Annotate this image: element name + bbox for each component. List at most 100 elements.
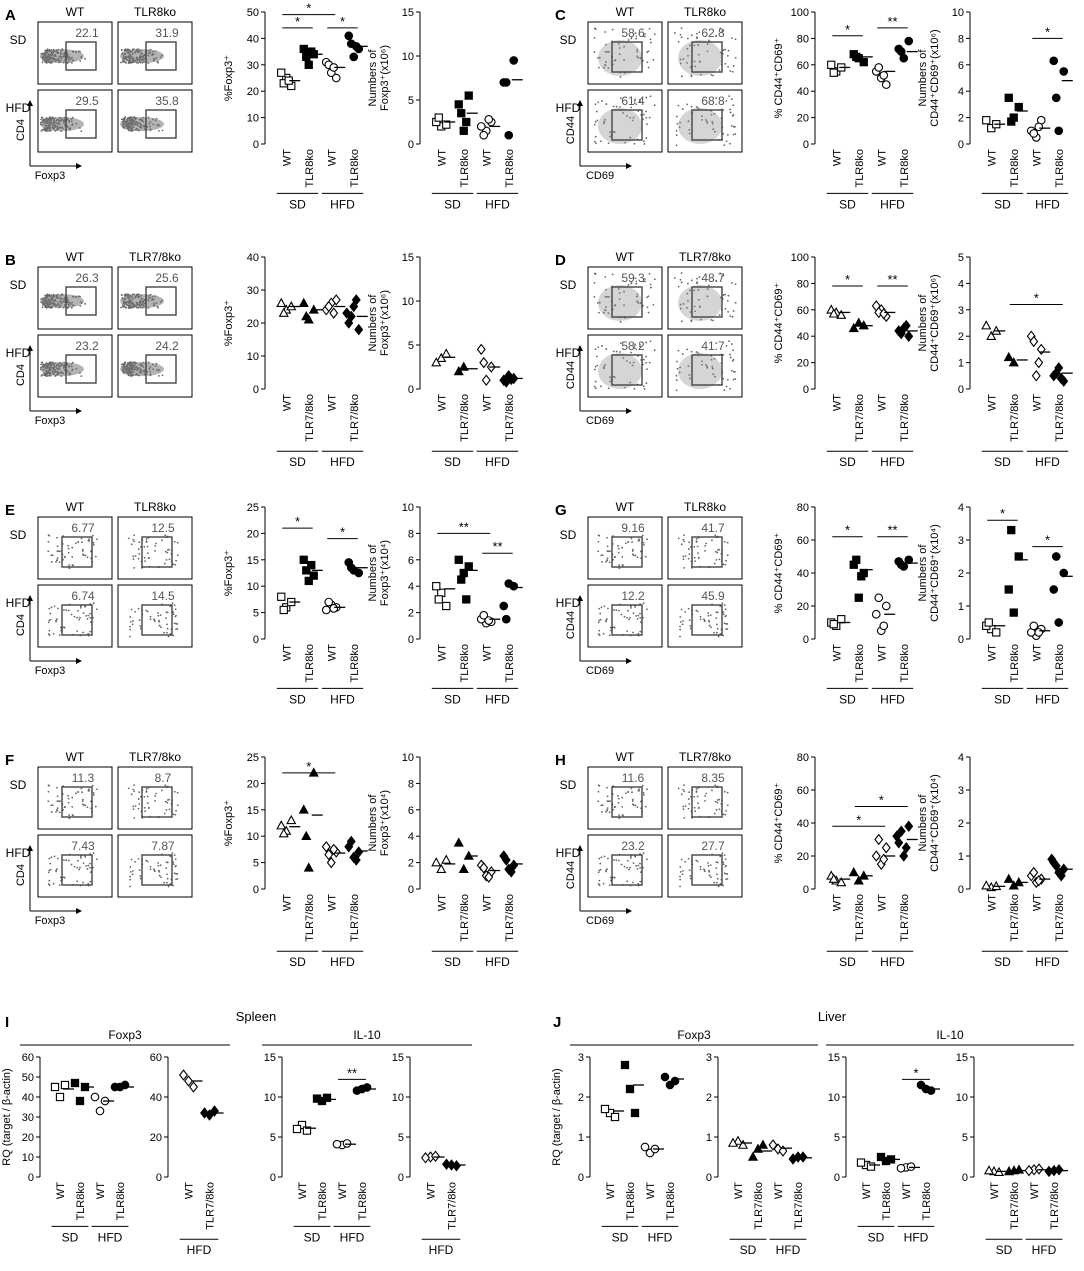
flow-event	[639, 630, 642, 633]
flow-event	[699, 618, 702, 621]
arrow-head	[76, 163, 82, 169]
flow-event	[82, 881, 84, 884]
flow-event	[649, 283, 652, 286]
flow-event	[608, 884, 611, 887]
flow-event	[732, 104, 735, 107]
flow-event	[695, 541, 698, 543]
flow-event	[77, 609, 79, 612]
flow-event	[157, 619, 160, 622]
y-axis-label: Numbers of	[917, 294, 929, 352]
flow-col-label: TLR8ko	[684, 500, 726, 514]
x-tick-label: TLR7/8ko	[1049, 1182, 1061, 1230]
y-tick-label: 5	[834, 1132, 840, 1144]
flow-event	[688, 869, 691, 872]
flow-event	[58, 884, 61, 887]
flow-event	[158, 624, 161, 627]
y-tick-label: 5	[253, 858, 259, 870]
flow-event	[129, 635, 131, 638]
x-tick-label: WT	[876, 644, 888, 661]
x-tick-label: TLR7/8ko	[1054, 894, 1066, 942]
flow-col-label: TLR7/8ko	[129, 750, 181, 764]
flow-event	[600, 804, 603, 807]
group-label: HFD	[648, 1230, 673, 1244]
flow-event	[164, 550, 167, 553]
flow-event	[597, 540, 600, 543]
flow-event	[129, 875, 131, 878]
data-point	[342, 1139, 352, 1148]
data-point	[506, 373, 516, 386]
flow-event	[96, 858, 98, 861]
flow-event	[642, 541, 645, 544]
flow-gate-value: 8.35	[701, 771, 725, 785]
flow-event	[677, 40, 680, 43]
flow-event	[712, 128, 715, 131]
flow-event	[130, 608, 133, 611]
flow-event	[160, 626, 162, 629]
flow-row-label: SD	[10, 528, 27, 542]
flow-event	[146, 795, 149, 798]
flow-event	[716, 627, 719, 630]
flow-event	[690, 105, 693, 108]
flow-event	[41, 61, 44, 64]
flow-event	[689, 875, 692, 877]
data-point	[324, 597, 334, 607]
flow-event	[715, 611, 718, 614]
flow-event	[621, 805, 624, 808]
flow-event	[603, 855, 606, 858]
flow-event	[176, 541, 179, 544]
flow-event	[725, 864, 727, 867]
x-tick-label: WT	[645, 1182, 657, 1199]
flow-event	[707, 39, 710, 42]
flow-event	[129, 374, 132, 377]
flow-event	[594, 135, 597, 138]
data-point	[984, 618, 993, 627]
flow-box	[667, 89, 743, 153]
flow-event	[84, 804, 87, 807]
group-label: HFD	[1032, 1243, 1057, 1257]
flow-event	[163, 881, 165, 884]
x-tick-label: TLR8ko	[349, 644, 361, 683]
flow-event	[120, 48, 123, 51]
data-point	[1004, 93, 1013, 102]
flow-event	[649, 340, 652, 343]
flow-event	[680, 281, 683, 284]
flow-event	[623, 45, 625, 48]
flow-col-label: TLR8ko	[134, 500, 176, 514]
flow-event	[130, 61, 133, 64]
flow-event	[606, 559, 608, 561]
flow-event	[55, 620, 58, 623]
flow-event	[643, 113, 645, 116]
flow-event	[593, 140, 596, 143]
flow-event	[145, 541, 148, 543]
y-tick-label: 10	[956, 1092, 968, 1104]
group-label: HFD	[776, 1243, 801, 1257]
data-point	[896, 560, 906, 570]
flow-event	[734, 133, 737, 135]
flow-event	[143, 556, 146, 559]
flow-event	[71, 814, 74, 816]
y-tick-label: 0	[270, 1172, 276, 1184]
flow-gate-value: 35.8	[155, 94, 179, 108]
flow-x-label: Foxp3	[35, 415, 66, 427]
flow-event	[642, 544, 645, 546]
y-tick-label: 1	[958, 358, 964, 370]
y-axis-label: Foxp3⁺(x10⁶)	[379, 290, 391, 356]
flow-event	[58, 561, 61, 564]
flow-event	[617, 797, 620, 800]
flow-gate-value: 11.6	[622, 771, 645, 785]
y-tick-label: 40	[797, 568, 809, 580]
x-tick-label: TLR8ko	[504, 149, 516, 188]
flow-event	[615, 609, 618, 612]
flow-gate-value: 58.6	[621, 26, 645, 40]
sig-label: *	[879, 793, 884, 808]
data-point	[436, 352, 447, 362]
flow-event	[715, 34, 717, 37]
flow-event	[653, 278, 656, 281]
data-point	[298, 297, 309, 307]
flow-event	[627, 859, 629, 862]
tissue-title: Liver	[818, 1009, 847, 1024]
flow-event	[697, 107, 700, 110]
panel-letter: D	[555, 252, 566, 269]
